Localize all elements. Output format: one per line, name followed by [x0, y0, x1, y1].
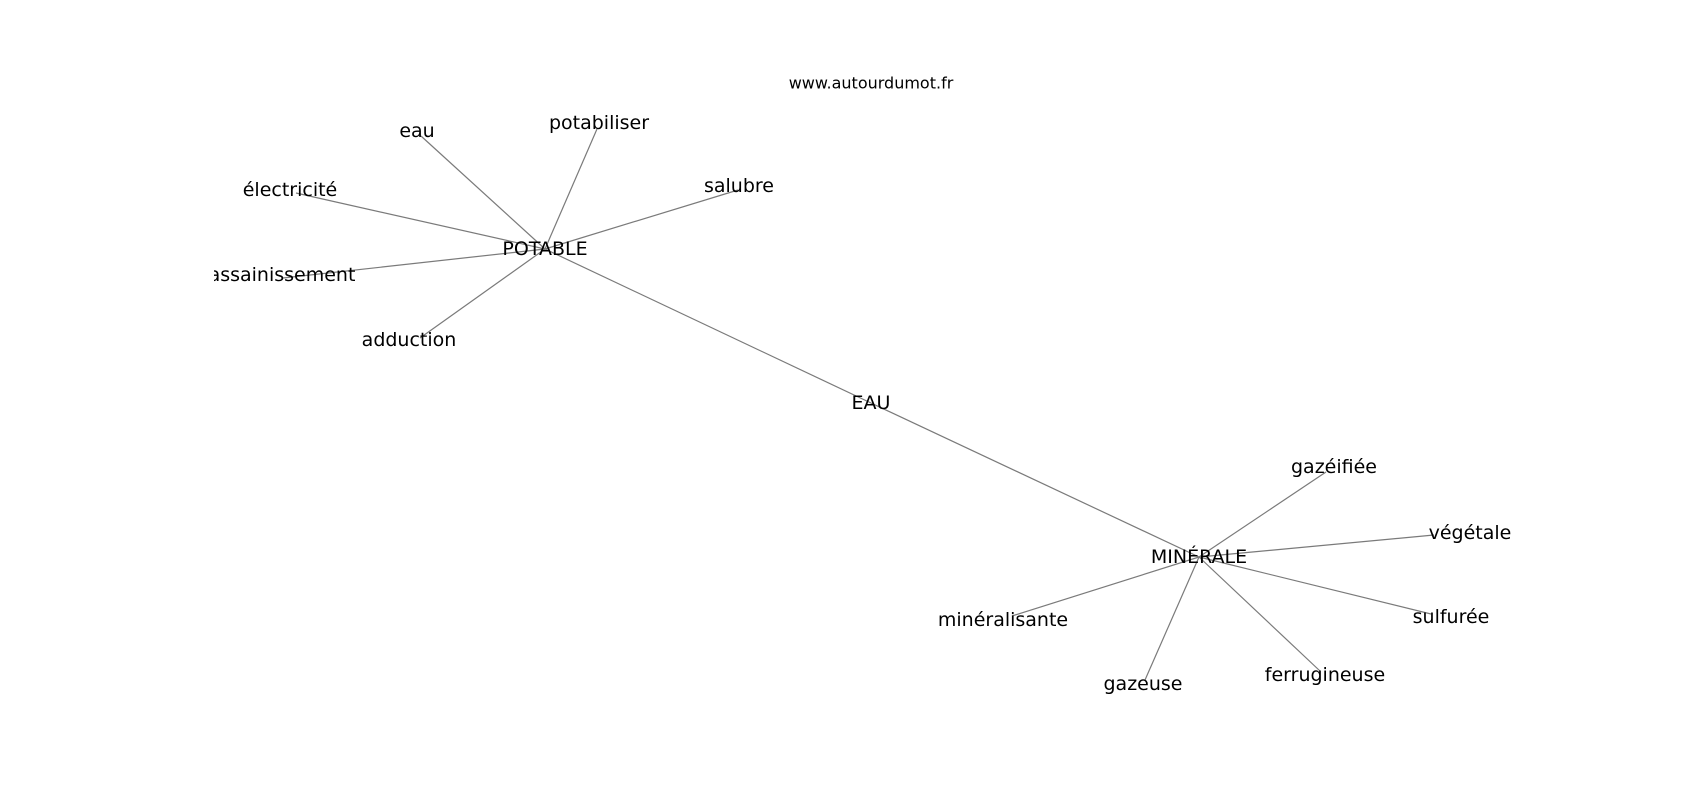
edge-potable-electricite: [295, 192, 546, 250]
edge-minerale-vegetale: [1198, 534, 1435, 558]
node-gazeifiee: gazéifiée: [1291, 456, 1377, 478]
edge-minerale-sulfuree: [1198, 556, 1432, 615]
edge-potable-eau: [420, 135, 546, 250]
node-potable: POTABLE: [502, 238, 587, 260]
node-salubre: salubre: [704, 175, 774, 197]
edge-eau_center-minerale: [870, 402, 1200, 558]
graph-edges: [282, 128, 1435, 681]
graph-labels: EAU POTABLE MINÉRALE eau potabiliser électric…: [209, 112, 1512, 695]
node-electricite: électricité: [243, 179, 338, 201]
edge-potable-adduction: [419, 248, 546, 339]
edge-potable-potabiliser: [544, 128, 598, 250]
edge-minerale-mineralisante: [1011, 556, 1200, 617]
node-assainissement: assainissement: [209, 264, 356, 286]
node-potabiliser: potabiliser: [549, 112, 649, 134]
node-eau: eau: [399, 120, 434, 142]
node-gazeuse: gazeuse: [1104, 673, 1183, 695]
node-adduction: adduction: [362, 329, 457, 351]
edge-minerale-gazeifiee: [1198, 471, 1327, 558]
edge-potable-salubre: [544, 189, 739, 250]
node-sulfuree: sulfurée: [1413, 606, 1490, 628]
node-ferrugineuse: ferrugineuse: [1265, 664, 1385, 686]
edge-eau_center-potable: [544, 248, 872, 404]
source-watermark: www.autourdumot.fr: [789, 74, 954, 93]
node-eau_center: EAU: [852, 392, 891, 414]
node-mineralisante: minéralisante: [938, 609, 1068, 631]
edge-potable-assainissement: [282, 248, 546, 279]
node-vegetale: végétale: [1429, 522, 1512, 544]
node-minerale: MINÉRALE: [1151, 545, 1247, 568]
edge-minerale-gazeuse: [1144, 556, 1200, 681]
edge-minerale-ferrugineuse: [1198, 556, 1321, 672]
